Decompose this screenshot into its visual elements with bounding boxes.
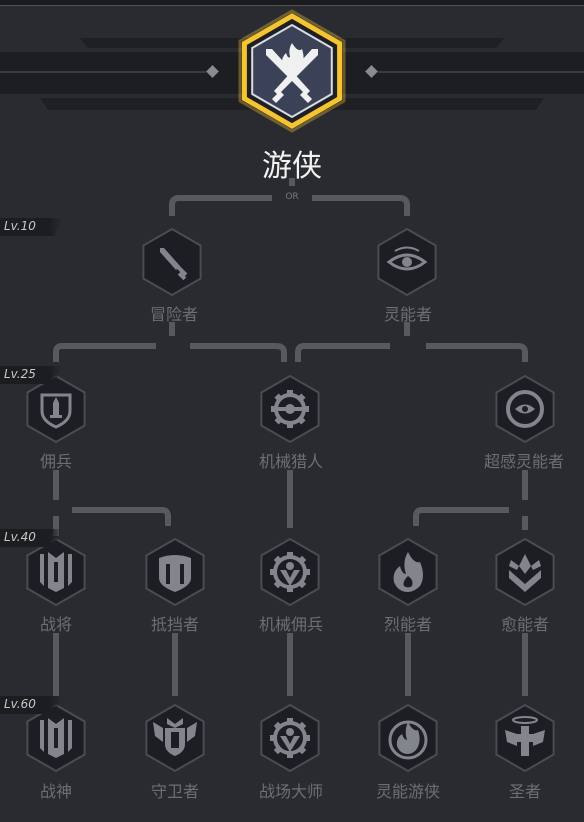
- top-border: [0, 0, 584, 6]
- class-node-saint[interactable]: [495, 703, 555, 773]
- label-saint: 圣者: [508, 782, 541, 801]
- label-war-god: 战神: [39, 782, 72, 801]
- tower-shield-icon: [159, 555, 191, 592]
- gear-icon: [271, 390, 309, 428]
- label-mech-hunter: 机械猎人: [258, 452, 323, 471]
- label-mech-mercenary: 机械佣兵: [258, 615, 323, 634]
- label-psychic: 灵能者: [383, 305, 432, 324]
- label-guardian: 抵挡者: [150, 615, 199, 634]
- root-class-name: 游侠: [262, 149, 322, 184]
- class-node-healer[interactable]: [495, 537, 555, 607]
- class-node-pyro-psychic[interactable]: [378, 537, 438, 607]
- level-marker-25: Lv.25: [0, 366, 62, 384]
- class-node-guardian[interactable]: [145, 537, 205, 607]
- crossed-swords-flame-icon: [266, 43, 318, 103]
- label-super-psychic: 超感灵能者: [483, 452, 564, 471]
- banner-swords-icon: [40, 552, 72, 592]
- label-adventurer: 冒险者: [149, 305, 198, 324]
- tree-connectors: [53, 178, 528, 696]
- root-class-node[interactable]: [238, 9, 346, 133]
- shield-sword-icon: [40, 393, 72, 429]
- class-node-mech-hunter[interactable]: [260, 374, 320, 444]
- label-psychic-ranger: 灵能游侠: [375, 782, 440, 801]
- class-node-mech-mercenary[interactable]: [260, 537, 320, 607]
- class-node-super-psychic[interactable]: [495, 374, 555, 444]
- class-node-psychic-ranger[interactable]: [378, 703, 438, 773]
- level-marker-10: Lv.10: [0, 218, 62, 236]
- winged-shield-icon: [153, 718, 197, 756]
- level-marker-60: Lv.60: [0, 696, 62, 714]
- label-warlord: 战将: [39, 615, 72, 634]
- class-node-mercenary[interactable]: [26, 374, 86, 444]
- fire-icon: [393, 552, 423, 592]
- class-node-adventurer[interactable]: [142, 227, 202, 297]
- label-healer: 愈能者: [500, 615, 549, 634]
- label-battle-master: 战场大师: [258, 782, 323, 801]
- eye-icon: [386, 246, 428, 271]
- label-defender: 守卫者: [150, 782, 199, 801]
- chevron-crest-icon: [509, 554, 541, 592]
- sword-icon: [160, 248, 188, 281]
- class-node-warlord[interactable]: [26, 537, 86, 607]
- fire-emblem-icon: [388, 720, 428, 760]
- orb-eye-icon: [506, 390, 544, 428]
- level-marker-40: Lv.40: [0, 529, 62, 547]
- branch-or-label: OR: [285, 192, 299, 202]
- class-node-psychic[interactable]: [377, 227, 437, 297]
- class-node-war-god[interactable]: [26, 703, 86, 773]
- label-pyro-psychic: 烈能者: [383, 615, 432, 634]
- halo-cross-icon: [505, 716, 545, 756]
- class-node-defender[interactable]: [145, 703, 205, 773]
- banner-swords-icon: [40, 718, 72, 758]
- class-node-battle-master[interactable]: [260, 703, 320, 773]
- label-mercenary: 佣兵: [39, 452, 72, 471]
